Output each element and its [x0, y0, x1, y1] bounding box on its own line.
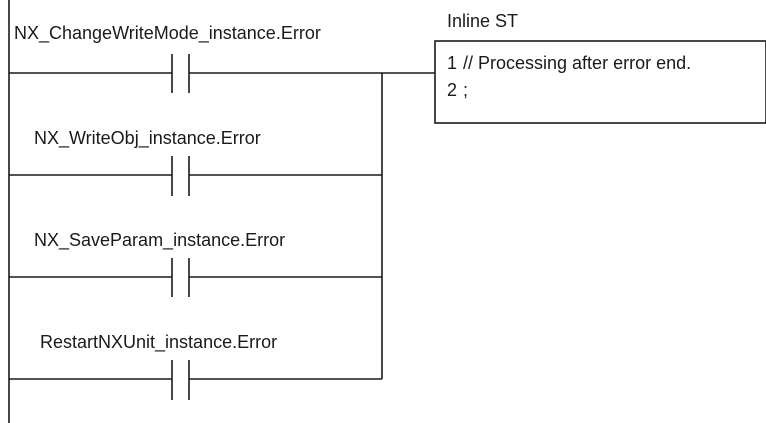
inline-st-line-2-code: ;	[463, 80, 468, 100]
inline-st-line-1-code: // Processing after error end.	[463, 53, 691, 73]
inline-st-title: Inline ST	[447, 11, 518, 31]
contact-1	[171, 54, 190, 93]
inline-st-line-2-number: 2	[447, 80, 457, 100]
contact-2-label: NX_WriteObj_instance.Error	[34, 128, 261, 149]
contact-4	[171, 360, 190, 400]
contact-3	[171, 258, 190, 297]
inline-st-line-1-number: 1	[447, 53, 457, 73]
contact-4-label: RestartNXUnit_instance.Error	[40, 332, 277, 353]
inline-st-box	[434, 40, 766, 124]
contact-3-label: NX_SaveParam_instance.Error	[34, 230, 285, 251]
contact-1-label: NX_ChangeWriteMode_instance.Error	[14, 23, 321, 44]
contact-2	[171, 156, 190, 196]
